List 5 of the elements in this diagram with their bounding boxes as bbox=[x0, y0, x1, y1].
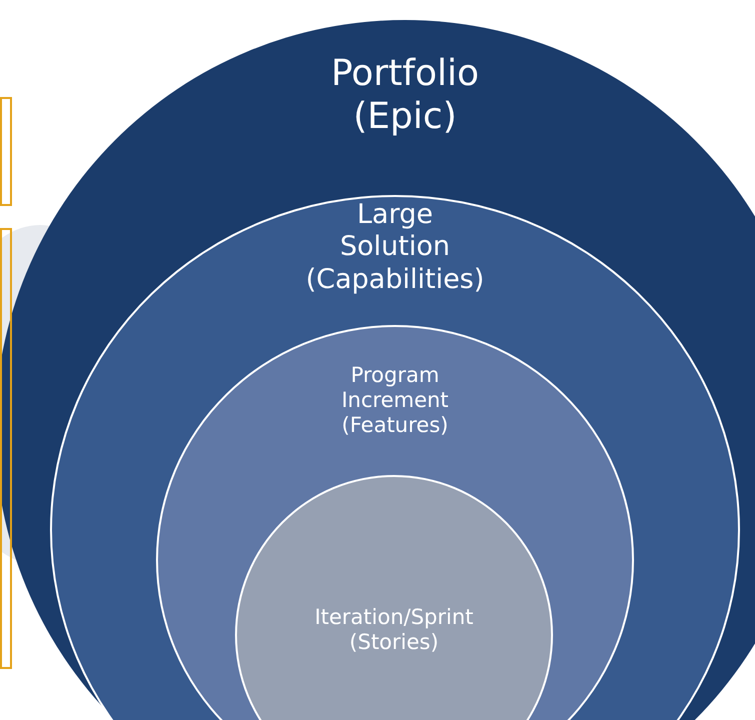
ring-label: Iteration/Sprint (Stories) bbox=[314, 605, 474, 656]
ring-label: Large Solution (Capabilities) bbox=[304, 199, 486, 296]
ring-label: Portfolio (Epic) bbox=[330, 52, 480, 138]
ellipse bbox=[0, 20, 755, 720]
ring-label: Program Increment (Features) bbox=[340, 363, 450, 439]
